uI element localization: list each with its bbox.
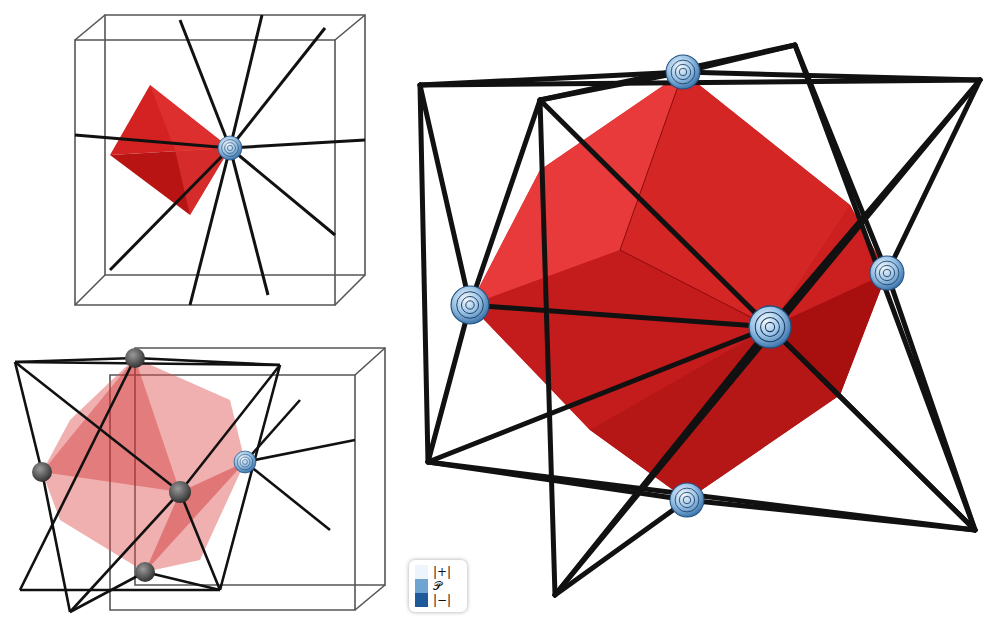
blue-sphere <box>234 451 256 473</box>
octahedron-large <box>470 72 887 500</box>
color-legend: |+|𝒫|−| <box>409 560 467 612</box>
legend-swatch <box>415 593 428 607</box>
radiating-lines <box>75 15 365 305</box>
blue-sphere <box>451 286 489 324</box>
tetrahedra-frame <box>420 45 980 595</box>
legend-label: 𝒫 <box>433 579 442 593</box>
star-lines <box>15 358 355 612</box>
legend-label: |−| <box>433 593 451 607</box>
blue-sphere <box>749 306 791 348</box>
polyhedron-translucent <box>42 358 245 572</box>
blue-sphere <box>670 483 704 517</box>
blue-sphere <box>870 256 904 290</box>
blue-sphere <box>218 136 242 160</box>
blue-sphere <box>666 55 700 89</box>
legend-swatch <box>415 579 428 593</box>
cube-wireframe <box>75 15 365 305</box>
legend-label: |+| <box>433 565 451 579</box>
legend-swatch <box>415 565 428 579</box>
dark-spheres <box>32 348 191 582</box>
